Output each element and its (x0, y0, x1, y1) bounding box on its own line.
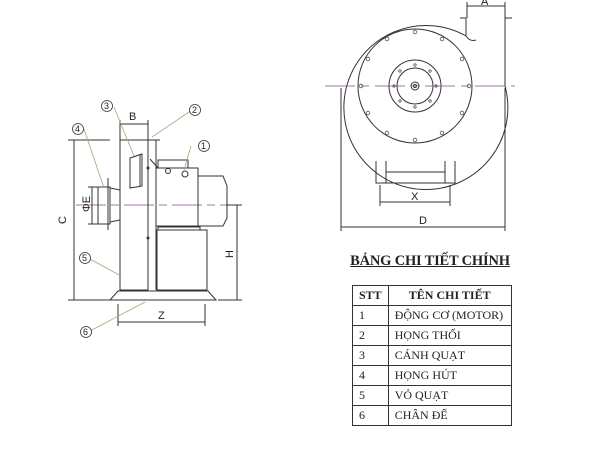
row-stt: 3 (352, 345, 389, 366)
front-view (340, 2, 512, 231)
callout-6: 6 (83, 327, 88, 337)
row-stt: 5 (352, 385, 389, 406)
dim-label-d: D (419, 215, 427, 227)
callout-2: 2 (192, 105, 197, 115)
header-stt: STT (352, 285, 389, 306)
row-name: ĐỘNG CƠ (MOTOR) (387, 305, 512, 326)
row-stt: 4 (352, 365, 389, 386)
callout-5: 5 (82, 253, 87, 263)
side-view (68, 120, 242, 326)
dim-label-a: A (481, 0, 489, 8)
callout-4: 4 (75, 124, 80, 134)
row-stt: 2 (352, 325, 389, 346)
dim-label-z: Z (158, 310, 165, 322)
callout-leaders (83, 106, 193, 332)
dim-label-c: C (57, 216, 69, 224)
table-row: 2 HỌNG THỔI (352, 325, 512, 346)
row-name: VỎ QUẠT (387, 385, 512, 406)
table-header-row: STT TÊN CHI TIẾT (352, 285, 512, 306)
side-dimension-labels: B C ΦE H Z (57, 111, 236, 322)
dim-label-x: X (411, 191, 419, 203)
row-name: CHÂN ĐẾ (387, 405, 512, 426)
bolt-holes (358, 29, 472, 143)
row-stt: 6 (352, 405, 389, 426)
callout-circles: 1 2 3 4 5 6 (72, 100, 210, 338)
callout-1: 1 (201, 141, 206, 151)
dim-label-e: ΦE (81, 196, 93, 212)
row-name: HỌNG HÚT (387, 365, 512, 386)
dim-label-b: B (129, 111, 136, 123)
table-row: 3 CÁNH QUẠT (352, 345, 512, 366)
table-row: 4 HỌNG HÚT (352, 365, 512, 386)
row-name: HỌNG THỔI (387, 325, 512, 346)
header-name: TÊN CHI TIẾT (387, 285, 512, 306)
front-dimension-labels: A X D (411, 0, 489, 227)
callout-3: 3 (104, 101, 109, 111)
parts-table: STT TÊN CHI TIẾT 1 ĐỘNG CƠ (MOTOR) 2 HỌN… (352, 285, 512, 426)
table-title: BẢNG CHI TIẾT CHÍNH (350, 253, 510, 269)
table-row: 1 ĐỘNG CƠ (MOTOR) (352, 305, 512, 326)
row-stt: 1 (352, 305, 389, 326)
table-row: 6 CHÂN ĐẾ (352, 405, 512, 426)
table-row: 5 VỎ QUẠT (352, 385, 512, 406)
row-name: CÁNH QUẠT (387, 345, 512, 366)
dim-label-h: H (224, 250, 236, 258)
